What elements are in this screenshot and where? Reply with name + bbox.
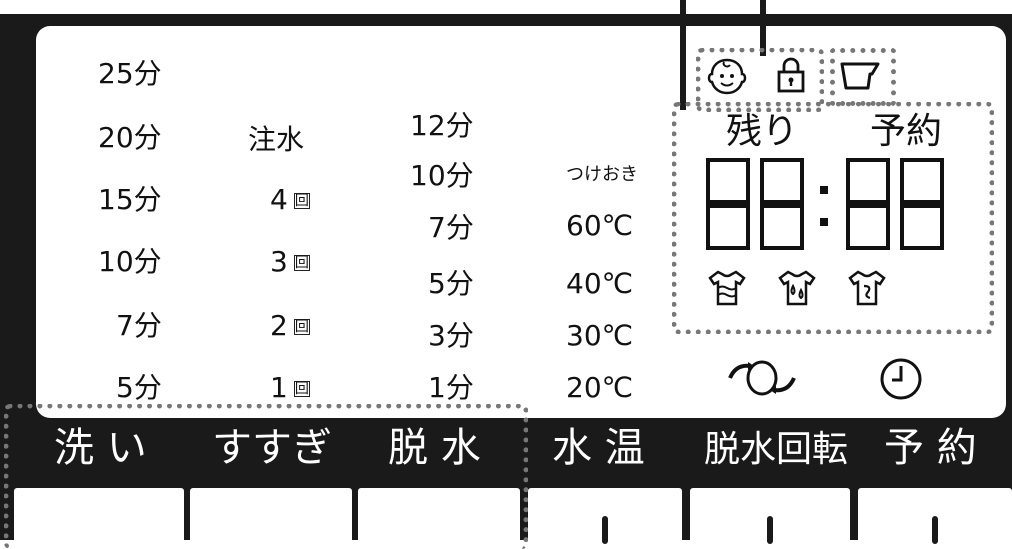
shirt-rinse-icon — [778, 270, 816, 306]
status-group-outline — [672, 102, 994, 334]
spin-time-10: 10分 — [410, 159, 474, 192]
water-temp-button[interactable] — [528, 488, 682, 544]
water-temp-button-marker — [602, 516, 608, 544]
temp-20: 20℃ — [566, 371, 634, 404]
shirt-wash-icon — [708, 270, 746, 306]
spin-time-7: 7分 — [428, 211, 474, 244]
reservation-label: 予約 — [870, 111, 943, 152]
temp-30: 30℃ — [566, 319, 634, 352]
wash-time-10: 10分 — [98, 245, 162, 278]
leader-line-left — [680, 0, 686, 110]
button-label-bar: 洗 い すすぎ 脱 水 水 温 脱水回転 予 約 — [0, 418, 1012, 484]
reservation-button[interactable] — [858, 488, 1012, 544]
lock-group-outline — [696, 48, 824, 112]
wash-time-5: 5分 — [116, 371, 162, 404]
lcd-display — [36, 26, 1006, 418]
reservation-button-label: 予 約 — [884, 425, 977, 471]
clock-icon — [880, 358, 922, 400]
spin-speed-button[interactable] — [690, 488, 850, 544]
wash-time-15: 15分 — [98, 183, 162, 216]
spin-drum-icon — [728, 360, 796, 396]
rinse-button[interactable] — [190, 488, 352, 544]
spin-time-12: 12分 — [410, 109, 474, 142]
wash-label: 洗 い — [54, 425, 147, 471]
leader-line-right — [760, 0, 766, 56]
child-lock-face-icon — [707, 58, 747, 95]
wash-time-20: 20分 — [98, 121, 162, 154]
water-temp-label: 水 温 — [552, 425, 645, 471]
left-button-group-outline — [4, 404, 528, 549]
detergent-cup-icon — [840, 62, 880, 90]
temp-60: 60℃ — [566, 209, 634, 242]
shirt-spin-icon — [848, 270, 886, 306]
temp-40: 40℃ — [566, 267, 634, 300]
wash-button[interactable] — [14, 488, 184, 544]
wash-time-25: 25分 — [98, 57, 162, 90]
lock-icon — [777, 57, 805, 93]
spin-time-1: 1分 — [428, 371, 474, 404]
spin-label: 脱 水 — [388, 425, 481, 471]
spin-speed-button-marker — [767, 516, 773, 544]
rinse-label: すすぎ — [212, 425, 332, 471]
soak-label: つけおき — [566, 164, 638, 185]
spin-speed-label: 脱水回転 — [704, 429, 849, 470]
remaining-label: 残り — [726, 111, 799, 152]
spin-time-3: 3分 — [428, 319, 474, 352]
wash-time-7: 7分 — [116, 309, 162, 342]
spin-time-5: 5分 — [428, 267, 474, 300]
seven-segment-display — [706, 158, 944, 250]
rinse-header: 注水 — [248, 123, 305, 156]
spin-button[interactable] — [358, 488, 520, 544]
reservation-button-marker — [932, 516, 938, 544]
